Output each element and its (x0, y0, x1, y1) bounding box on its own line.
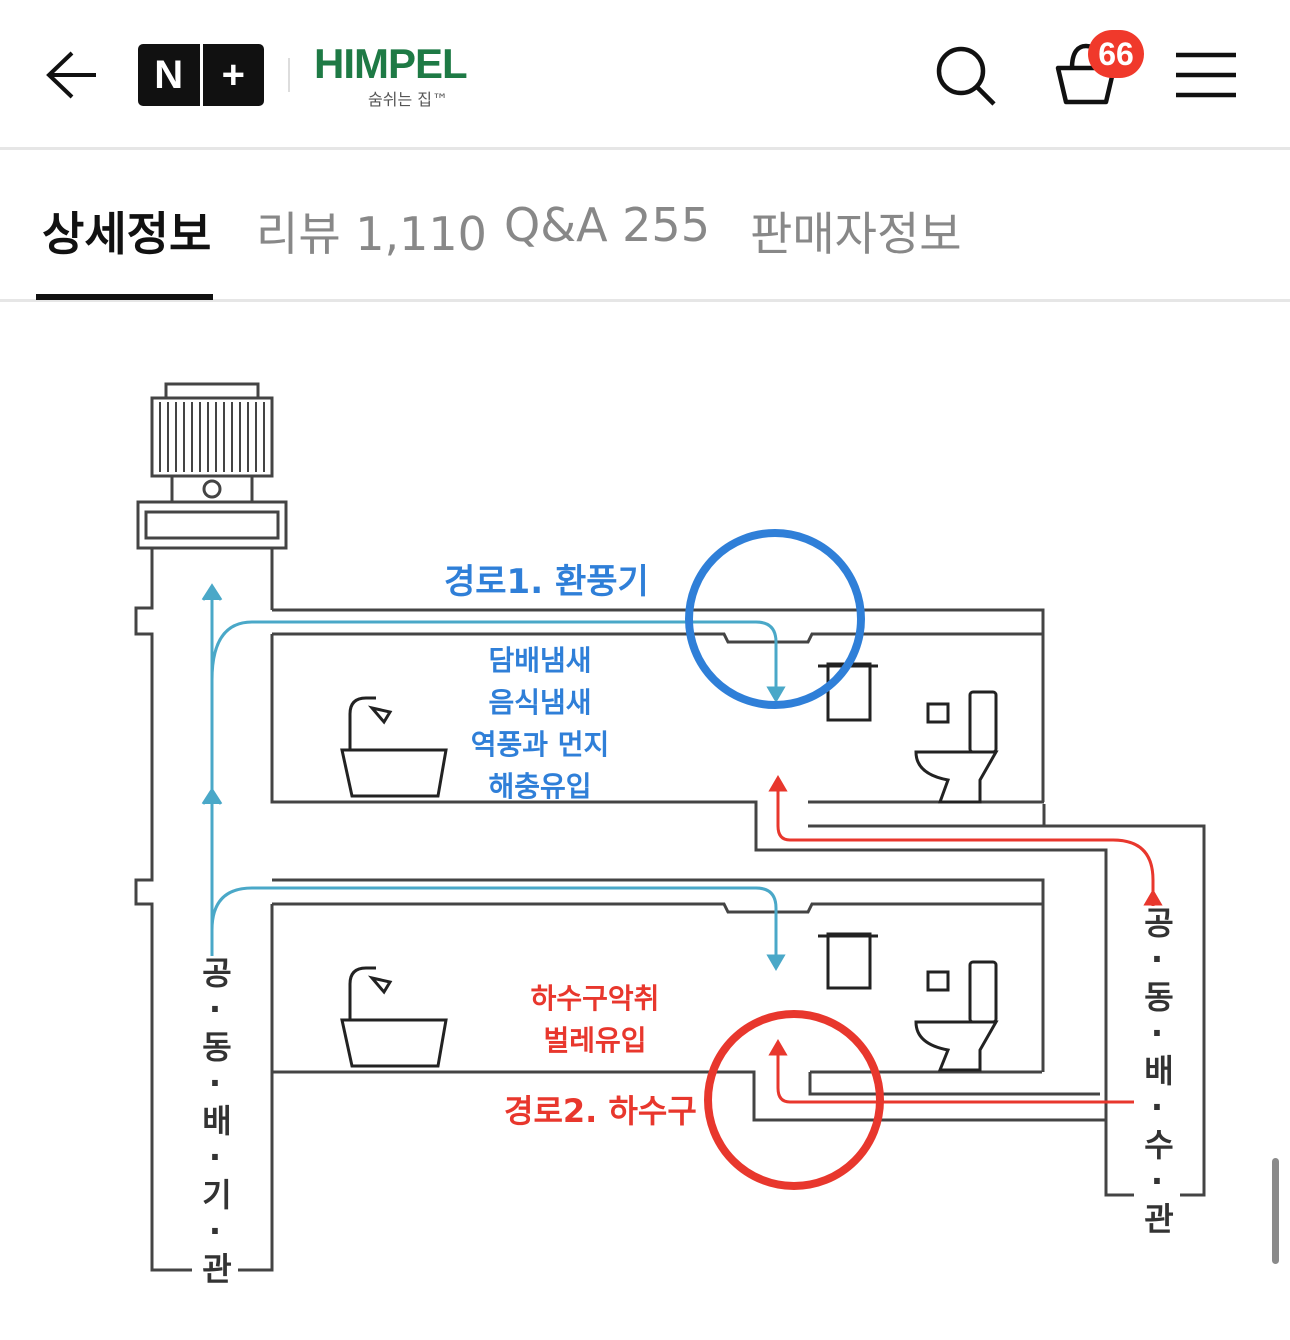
exhaust-fan-icon (136, 382, 288, 550)
route2-issue: 하수구악취 (530, 982, 660, 1015)
search-icon[interactable] (934, 44, 998, 106)
tab-seller-info[interactable]: 판매자정보 (750, 207, 962, 261)
logo-n: N (138, 44, 203, 106)
bathtub-icon (340, 696, 448, 798)
menu-icon[interactable] (1176, 52, 1236, 98)
naver-plus-logo[interactable]: N + (138, 44, 264, 106)
route1-highlight-circle (685, 529, 865, 709)
toilet-icon (914, 960, 999, 1072)
route2-issue: 벌레유입 (543, 1024, 647, 1057)
route2-title: 경로2. 하수구 (504, 1092, 697, 1130)
back-arrow-icon[interactable] (44, 50, 100, 100)
tab-qna[interactable]: Q&A 255 (504, 198, 710, 252)
drain-pipe-label: 공·동·배·수·관 (1134, 906, 1180, 1236)
logo-plus: + (221, 52, 245, 97)
tab-reviews[interactable]: 리뷰 1,110 (256, 207, 487, 261)
top-header: N + HIMPEL 숨쉬는 집™ 66 (0, 0, 1290, 150)
exhaust-pipe-label: 공·동·배·기·관 (192, 956, 238, 1286)
active-tab-indicator (36, 294, 213, 300)
cart-count-badge: 66 (1088, 30, 1144, 78)
route1-issue: 음식냄새 (488, 686, 592, 719)
route1-issue: 해충유입 (488, 770, 592, 803)
scrollbar[interactable] (1272, 1158, 1279, 1264)
bathtub-icon (340, 966, 448, 1068)
toilet-icon (914, 690, 999, 804)
tab-detail-info[interactable]: 상세정보 (42, 207, 212, 261)
route1-issues: 담배냄새 음식냄새 역풍과 먼지 해충유입 (440, 640, 640, 808)
towel-rack-icon (818, 662, 878, 722)
route1-title: 경로1. 환풍기 (444, 562, 649, 602)
tabs-divider (0, 299, 1290, 302)
store-brand-name[interactable]: HIMPEL (314, 40, 468, 87)
route2-highlight-circle (704, 1010, 884, 1190)
logo-divider (288, 58, 290, 92)
route1-issue: 담배냄새 (488, 644, 592, 677)
towel-rack-icon (818, 932, 878, 990)
store-slogan: 숨쉬는 집™ (368, 90, 448, 109)
route2-issues: 하수구악취 벌레유입 (495, 978, 695, 1062)
route1-issue: 역풍과 먼지 (470, 728, 610, 761)
